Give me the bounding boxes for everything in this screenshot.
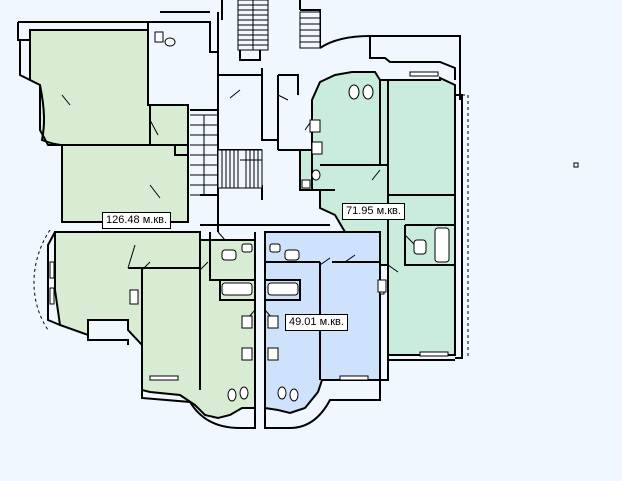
building-outline (17, 0, 463, 429)
apartment-126-shape[interactable] (29, 29, 256, 420)
door-swings (61, 89, 416, 319)
area-label-49: 49.01 м.кв. (285, 314, 348, 331)
right-balcony-dashed (462, 94, 469, 358)
staircase-upper (237, 0, 321, 51)
area-label-72: 71.95 м.кв. (342, 203, 405, 220)
staircase-left (190, 114, 219, 196)
staircase-middle (217, 149, 263, 189)
fixtures (129, 31, 579, 402)
apartment-126-upper-rooms (29, 29, 189, 223)
area-label-126: 126.48 м.кв. (102, 212, 172, 229)
